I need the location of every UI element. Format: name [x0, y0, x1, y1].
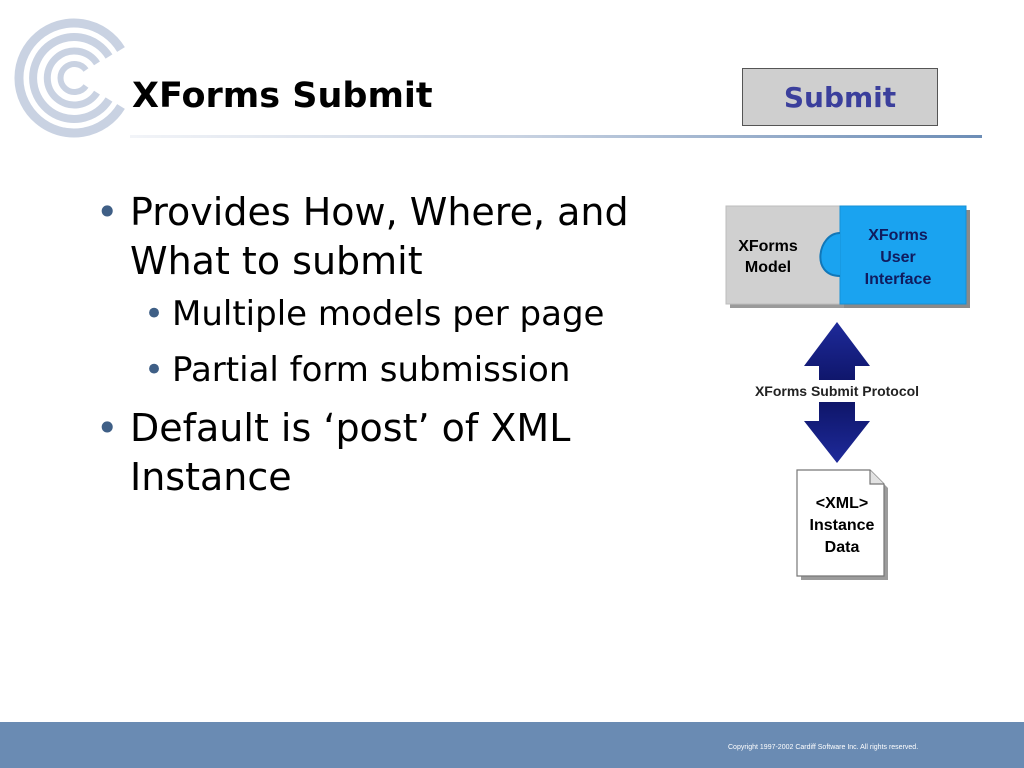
- document-page-icon: [796, 469, 888, 580]
- submit-button[interactable]: Submit: [742, 68, 938, 126]
- sub-bullet-item: Partial form submission: [96, 348, 716, 392]
- ui-label-line3: Interface: [865, 271, 932, 288]
- bullet-list: Provides How, Where, and What to submit …: [96, 188, 716, 508]
- doc-label-line2: Instance: [810, 517, 875, 534]
- sub-bullet-item: Multiple models per page: [96, 292, 716, 336]
- submit-diagram: XForms Model XForms User Interface XForm…: [725, 205, 970, 580]
- doc-label-line1: <XML>: [816, 495, 868, 512]
- concentric-c-logo-icon: [14, 18, 125, 138]
- protocol-label: XForms Submit Protocol: [755, 383, 919, 399]
- bullet-item: Default is ‘post’ of XML Instance: [96, 404, 716, 502]
- copyright-text: Copyright 1997-2002 Cardiff Software Inc…: [728, 744, 919, 751]
- model-label-line2: Model: [745, 259, 791, 276]
- page-title: XForms Submit: [132, 76, 433, 116]
- bullet-item: Provides How, Where, and What to submit: [96, 188, 716, 286]
- title-divider: [130, 135, 982, 138]
- footer-bar: [0, 722, 1024, 768]
- doc-label-line3: Data: [825, 539, 860, 556]
- ui-label-line2: User: [880, 249, 916, 266]
- ui-label-line1: XForms: [868, 227, 928, 244]
- model-label-line1: XForms: [738, 238, 798, 255]
